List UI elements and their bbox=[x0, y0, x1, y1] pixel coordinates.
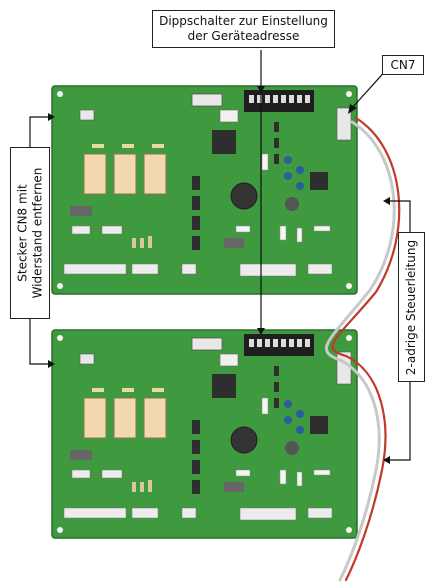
pointer-lines bbox=[29, 50, 411, 464]
dip-switch-label-line-1: Dippschalter zur Einstellung bbox=[159, 14, 328, 28]
dip-switch-callout: Dippschalter zur Einstellung der Gerätea… bbox=[152, 10, 335, 48]
cn7-callout: CN7 bbox=[382, 55, 424, 75]
pcb-board-top bbox=[51, 85, 358, 295]
pcb-board-bottom bbox=[51, 329, 358, 539]
cn8-label-line-1: Stecker CN8 mit bbox=[15, 184, 29, 282]
control-line-callout: 2-adrige Steuerleitung bbox=[398, 232, 425, 382]
control-line-label: 2-adrige Steuerleitung bbox=[404, 239, 419, 375]
cn8-label-line-2: Widerstand entfernen bbox=[30, 167, 44, 299]
control-wire bbox=[325, 116, 401, 582]
dip-switch-label-line-2: der Geräteadresse bbox=[187, 29, 300, 43]
cn8-callout: Stecker CN8 mit Widerstand entfernen bbox=[10, 147, 50, 319]
cn7-label: CN7 bbox=[390, 58, 416, 72]
